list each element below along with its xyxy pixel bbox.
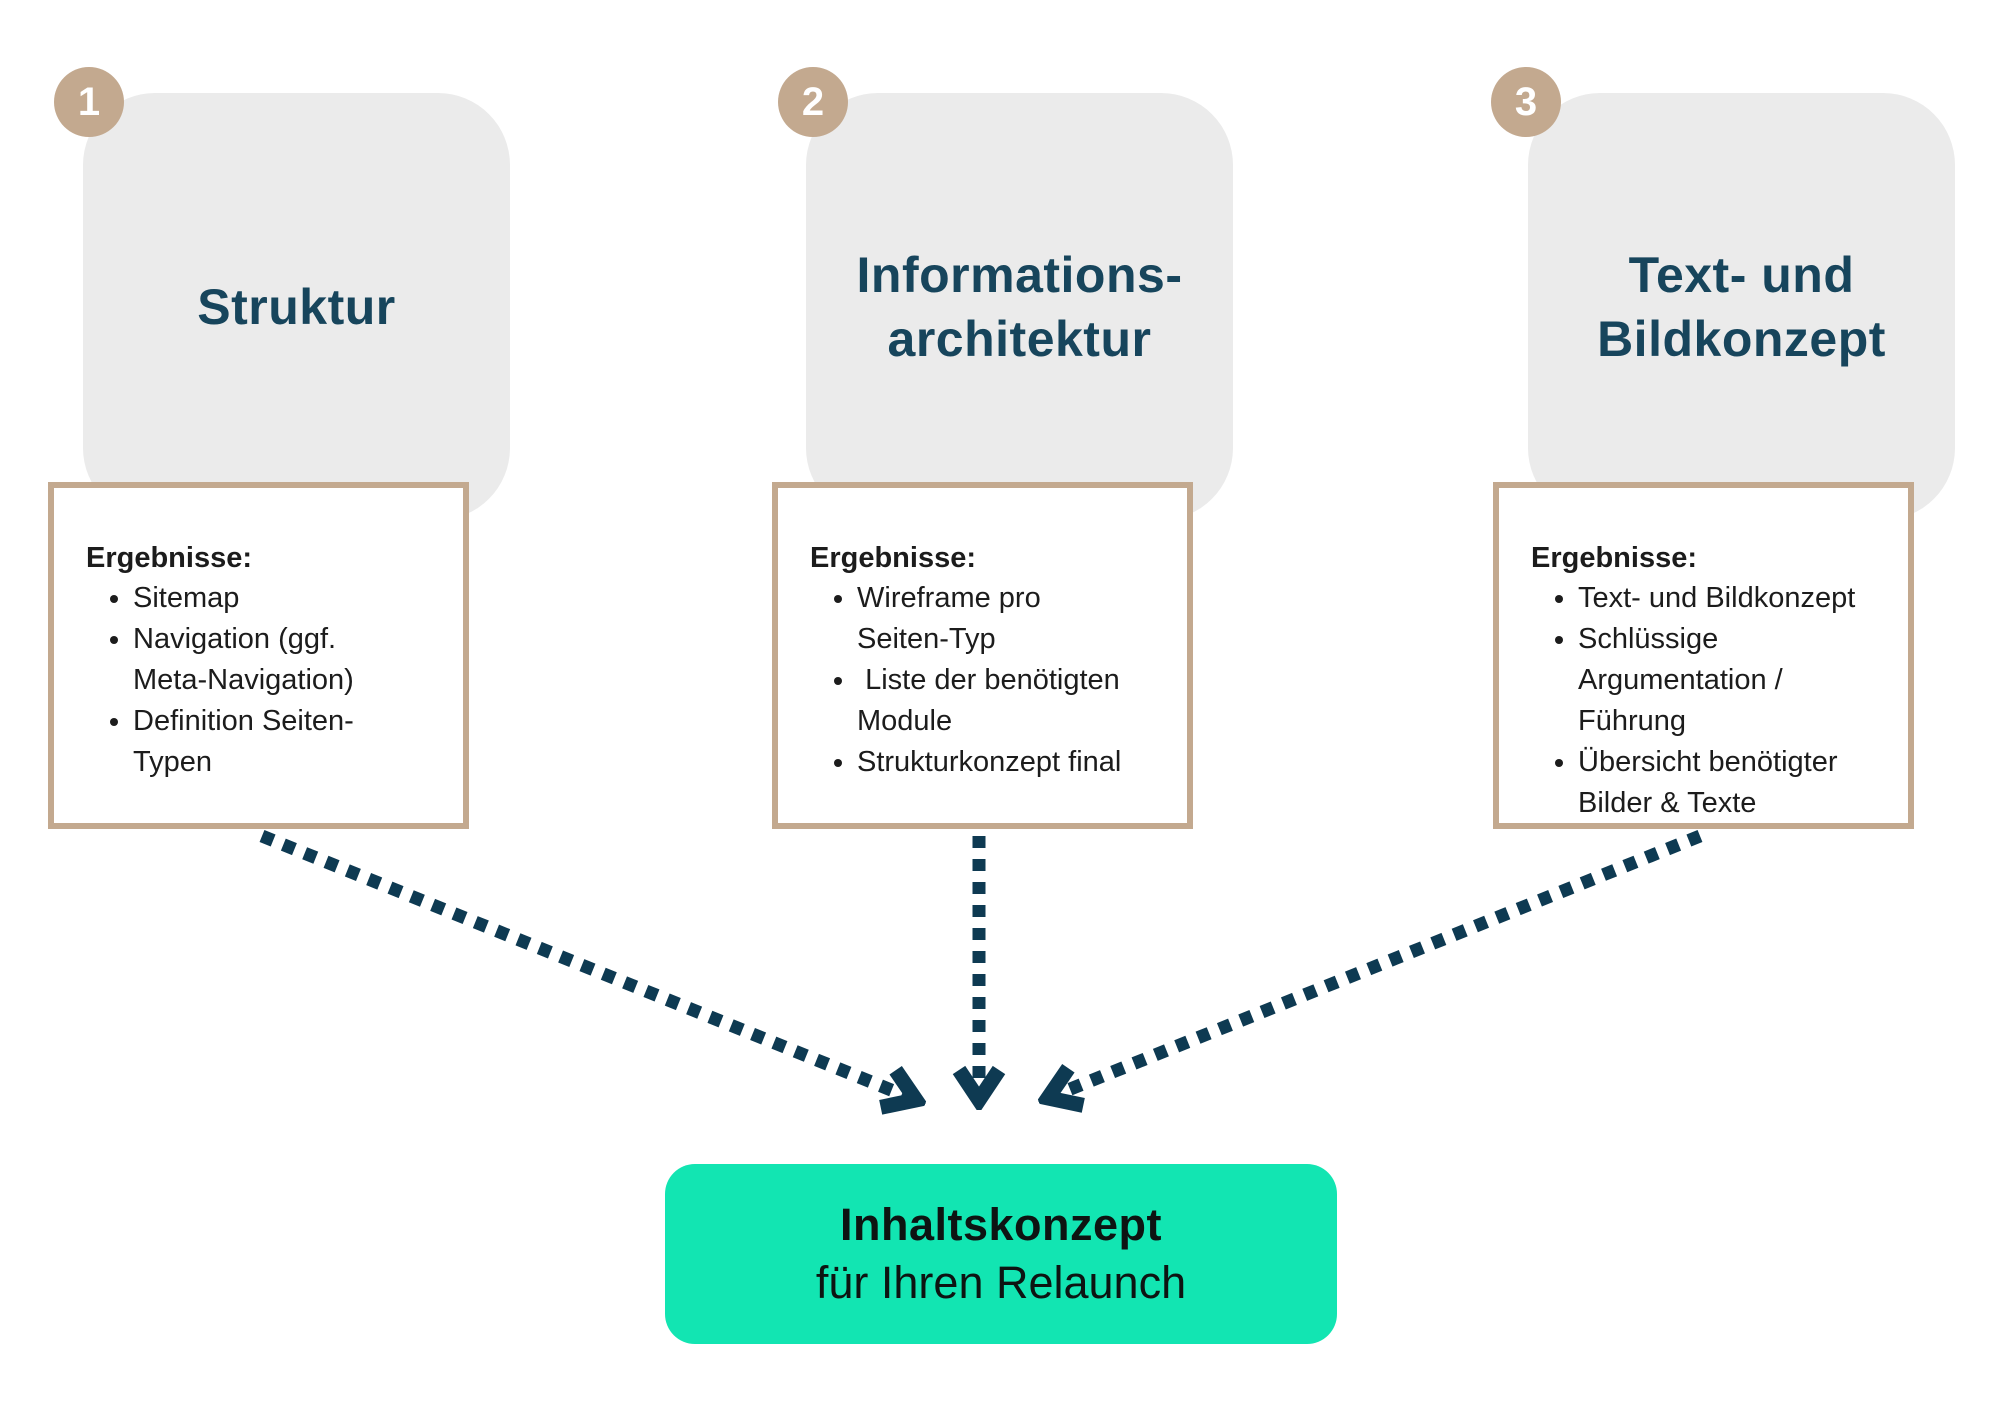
step-1-title: Struktur xyxy=(197,278,396,335)
step-2-results-list: Wireframe pro Seiten-Typ Liste der benöt… xyxy=(810,578,1171,783)
step-1-phase-card: Struktur xyxy=(83,93,510,520)
step-3-number: 3 xyxy=(1514,80,1538,124)
step-2-badge: 2 xyxy=(778,67,848,137)
step-1-results-heading: Ergebnisse: xyxy=(86,542,252,574)
result-item: Strukturkonzept final xyxy=(857,742,1135,783)
step-3-title: Text- und Bildkonzept xyxy=(1597,246,1886,367)
step-2-title: Informations- architektur xyxy=(856,246,1183,367)
result-item: Navigation (ggf. Meta-Navigation) xyxy=(133,619,413,701)
step-2-results-heading: Ergebnisse: xyxy=(810,542,976,574)
result-item: Liste der benötigten Module xyxy=(857,660,1135,742)
step-2-results-box: Ergebnisse: Wireframe pro Seiten-Typ Lis… xyxy=(772,482,1193,829)
step-3-results-heading: Ergebnisse: xyxy=(1531,542,1697,574)
step-3-results-box: Ergebnisse: Text- und Bildkonzept Schlüs… xyxy=(1493,482,1914,829)
step-1-results-box: Ergebnisse: Sitemap Navigation (ggf. Met… xyxy=(48,482,469,829)
result-item: Wireframe pro Seiten-Typ xyxy=(857,578,1135,660)
arrow-step3-to-result xyxy=(1048,829,1703,1098)
step-3-badge: 3 xyxy=(1491,67,1561,137)
arrow-step1-to-result xyxy=(259,829,916,1100)
step-2-number: 2 xyxy=(801,80,825,124)
step-3-phase-card: Text- und Bildkonzept xyxy=(1528,93,1955,520)
result-item: Sitemap xyxy=(133,578,413,619)
step-3-results-list: Text- und Bildkonzept Schlüssige Argumen… xyxy=(1531,578,1892,824)
result-item: Übersicht benötigter Bilder & Texte xyxy=(1578,742,1878,824)
step-1-badge: 1 xyxy=(54,67,124,137)
result-item: Schlüssige Argumentation / Führung xyxy=(1578,619,1878,742)
result-item: Text- und Bildkonzept xyxy=(1578,578,1878,619)
final-result-banner: Inhaltskonzept für Ihren Relaunch xyxy=(665,1164,1337,1344)
step-1-results-list: Sitemap Navigation (ggf. Meta-Navigation… xyxy=(86,578,447,783)
result-item: Definition Seiten-Typen xyxy=(133,701,413,783)
final-result-title: Inhaltskonzept xyxy=(839,1199,1163,1250)
step-1-number: 1 xyxy=(77,80,101,124)
final-result-subtitle: für Ihren Relaunch xyxy=(815,1257,1187,1308)
step-2-phase-card: Informations- architektur xyxy=(806,93,1233,520)
